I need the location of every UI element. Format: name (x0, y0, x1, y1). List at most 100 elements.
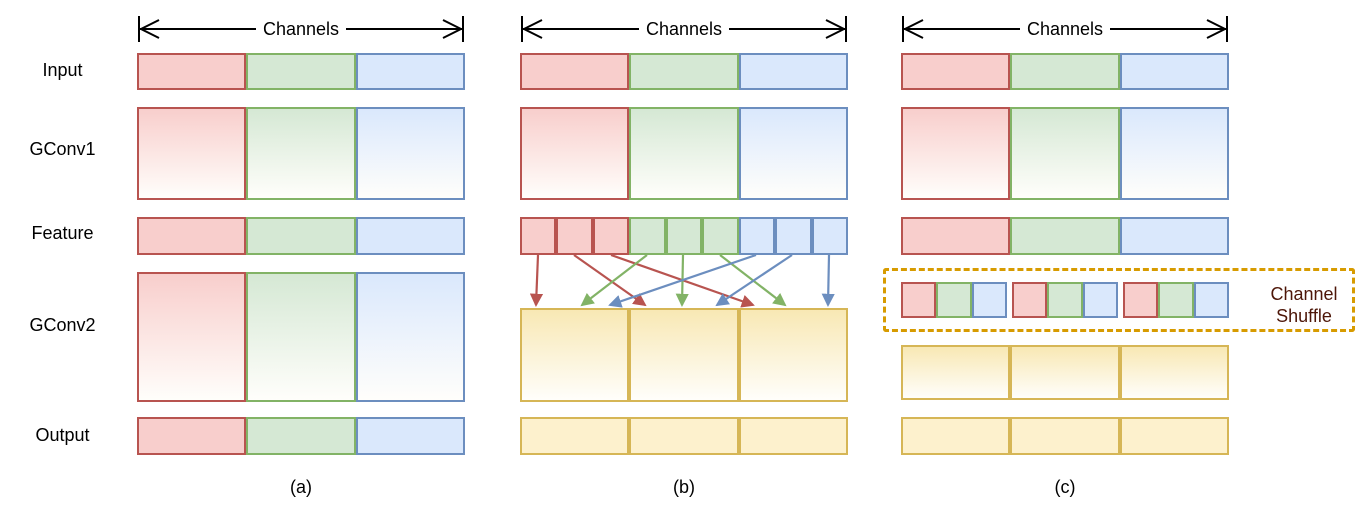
caption-b: (b) (673, 477, 695, 497)
blue-segment (355, 53, 465, 90)
input-bar (520, 53, 848, 90)
channels-arrow: Channels (521, 16, 847, 42)
caption-c: (c) (1054, 477, 1076, 497)
blue-segment (1119, 217, 1229, 255)
panel-a: Channels (a) (137, 0, 465, 514)
row-label-gconv1: GConv1 (29, 139, 96, 159)
red-segment (1122, 282, 1159, 318)
gconv2-boxes (520, 308, 848, 402)
channels-arrow-line-icon (521, 16, 847, 42)
green-segment (936, 282, 972, 318)
red-segment (137, 417, 247, 455)
red-segment (901, 282, 937, 318)
red-segment (556, 217, 593, 255)
channels-arrow-line-icon (138, 16, 464, 42)
red-segment (137, 107, 247, 200)
yellow-segment (1010, 417, 1120, 455)
red-segment (520, 107, 630, 200)
blue-segment (1119, 107, 1229, 200)
green-segment (246, 53, 356, 90)
channels-label: Channels (1027, 19, 1103, 39)
yellow-segment (520, 417, 630, 455)
yellow-segment (901, 417, 1011, 455)
green-segment (1010, 217, 1120, 255)
green-segment (702, 217, 739, 255)
gconv1-boxes (520, 107, 848, 200)
yellow-segment (1119, 345, 1229, 400)
green-segment (629, 217, 666, 255)
blue-segment (355, 417, 465, 455)
blue-segment (775, 217, 812, 255)
red-segment (592, 217, 630, 255)
yellow-segment (738, 308, 848, 402)
red-segment (901, 107, 1011, 200)
blue-segment (738, 107, 848, 200)
input-bar (901, 53, 1229, 90)
shuffle-arrows (529, 253, 835, 308)
gconv1-boxes (901, 107, 1229, 200)
yellow-segment (1119, 417, 1229, 455)
red-segment (901, 53, 1011, 90)
yellow-segment (738, 417, 848, 455)
feature-bar (901, 217, 1229, 255)
green-segment (246, 107, 356, 200)
shuffle-arrow-red (529, 254, 544, 307)
input-bar (137, 53, 465, 90)
output-bar (901, 417, 1229, 455)
green-segment (1047, 282, 1083, 318)
red-segment (1011, 282, 1048, 318)
red-segment (137, 217, 247, 255)
row-label-feature: Feature (31, 223, 94, 243)
green-segment (629, 107, 739, 200)
green-segment (665, 217, 703, 255)
yellow-segment (1010, 345, 1120, 400)
channels-arrow-line-icon (902, 16, 1228, 42)
row-label-input: Input (42, 60, 83, 80)
panel-b: Channels (b) (520, 0, 848, 514)
red-segment (901, 217, 1011, 255)
blue-segment (811, 217, 848, 255)
row-label-output: Output (35, 425, 90, 445)
red-segment (520, 217, 557, 255)
yellow-segment (629, 308, 739, 402)
shuffle-arrow-green (580, 254, 648, 307)
row-label-gconv2: GConv2 (29, 315, 96, 335)
channels-arrow: Channels (138, 16, 464, 42)
green-segment (1158, 282, 1194, 318)
caption-a: (a) (290, 477, 312, 497)
channels-label: Channels (646, 19, 722, 39)
channels-label: Channels (263, 19, 339, 39)
gconv1-boxes (137, 107, 465, 200)
channel-shuffle-frame (883, 268, 1355, 332)
red-segment (137, 272, 247, 402)
gconv2-boxes (137, 272, 465, 402)
green-segment (246, 417, 356, 455)
output-bar (520, 417, 848, 455)
yellow-segment (901, 345, 1011, 400)
gconv2-boxes (901, 345, 1229, 400)
blue-segment (1082, 282, 1118, 318)
red-segment (520, 53, 630, 90)
green-segment (246, 272, 356, 402)
green-segment (629, 53, 739, 90)
shuffled-feature-bar (901, 282, 1229, 318)
feature-bar (137, 217, 465, 255)
blue-segment (1193, 282, 1229, 318)
shuffle-arrow-blue (608, 253, 757, 308)
shuffle-arrow-blue (821, 254, 835, 307)
feature-bar-grouped (520, 217, 848, 255)
blue-segment (1119, 53, 1229, 90)
blue-segment (738, 53, 848, 90)
yellow-segment (520, 308, 630, 402)
channel-shuffle-label: Channel Shuffle (1270, 284, 1338, 326)
panel-c: Channels Channel Shuffle (c) (883, 0, 1355, 514)
output-bar (137, 417, 465, 455)
green-segment (1010, 107, 1120, 200)
red-segment (137, 53, 247, 90)
yellow-segment (629, 417, 739, 455)
green-segment (246, 217, 356, 255)
blue-segment (355, 217, 465, 255)
blue-segment (355, 107, 465, 200)
blue-segment (355, 272, 465, 402)
blue-segment (738, 217, 776, 255)
